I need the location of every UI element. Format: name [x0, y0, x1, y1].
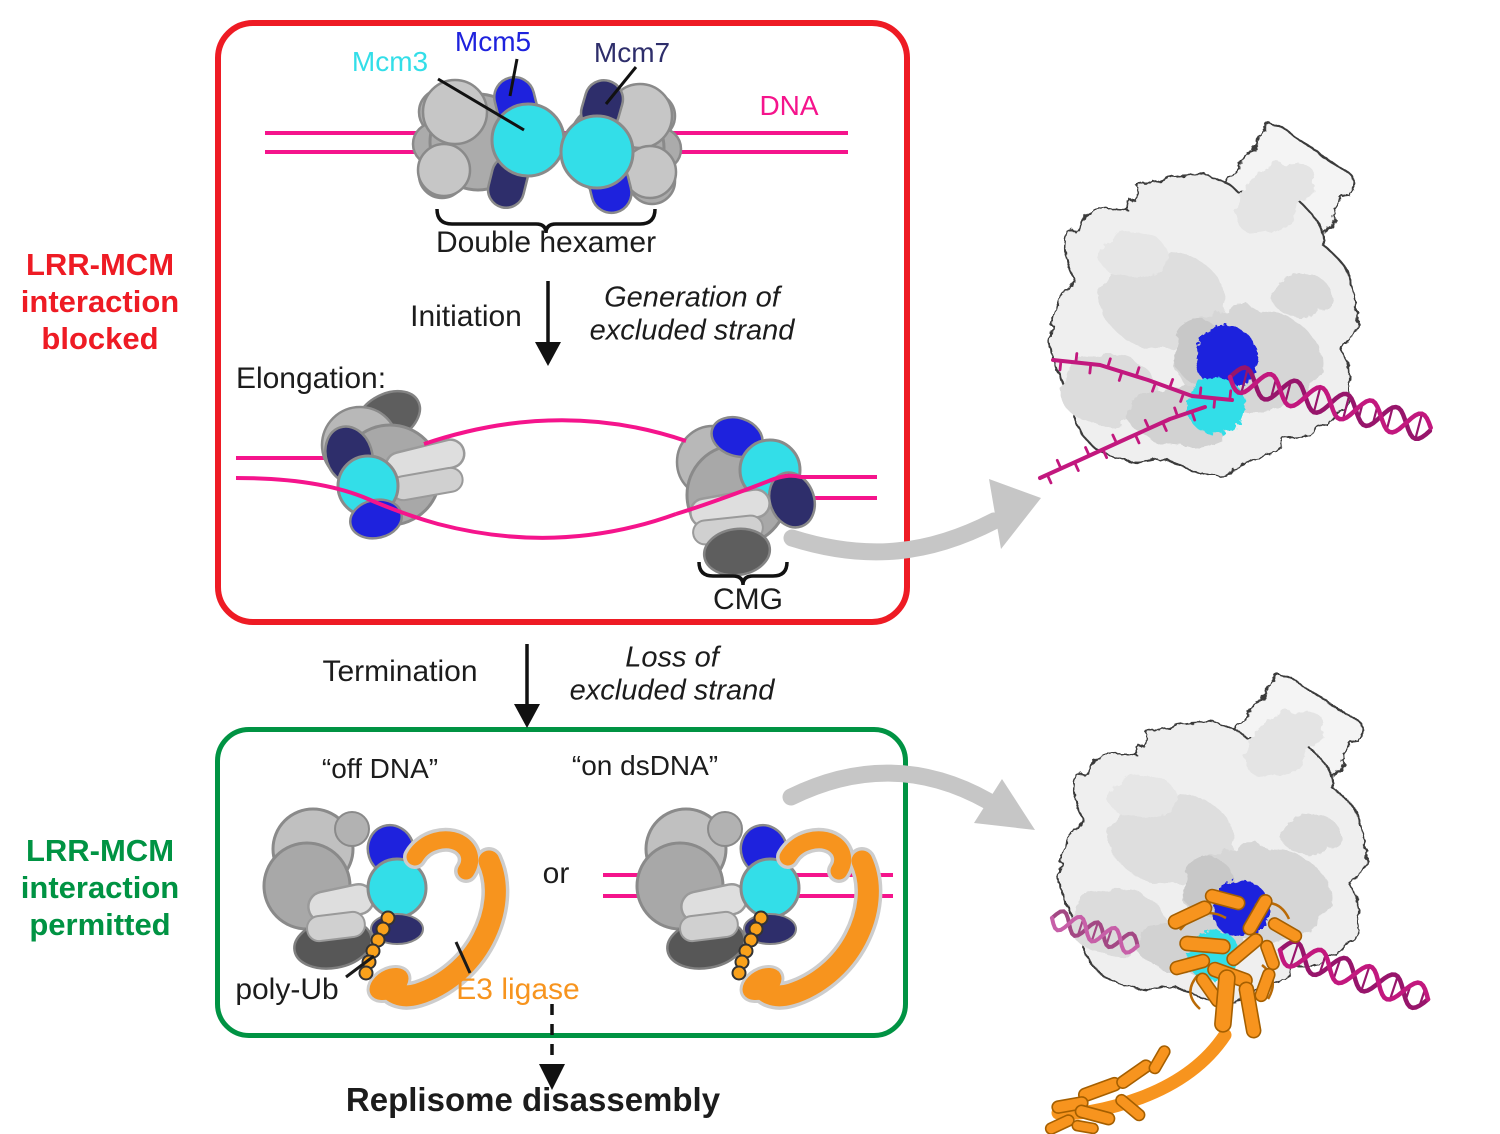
structure-arrow-top	[783, 479, 1041, 561]
disassembly-arrow	[539, 1004, 565, 1090]
poly-ub-label: poly-Ub	[235, 972, 339, 1006]
initiation-label: Initiation	[410, 299, 522, 333]
double-hexamer-brace	[435, 208, 657, 234]
double-hexamer-label: Double hexamer	[435, 225, 657, 259]
elongation-strands-over	[235, 418, 877, 540]
cmg-brace	[697, 561, 789, 586]
initiation-arrow	[535, 281, 561, 366]
or-label: or	[542, 856, 570, 890]
generation-note: Generation of excluded strand	[589, 281, 795, 347]
dna-label: DNA	[759, 89, 819, 121]
blocked-side-label: LRR-MCM interaction blocked	[20, 247, 180, 357]
cmg-label: CMG	[713, 582, 783, 616]
elongation-label: Elongation:	[235, 361, 387, 395]
mcm3-subunit-left	[490, 102, 566, 178]
mcm3-label: Mcm3	[351, 45, 429, 77]
cmg-left-cartoon	[320, 389, 466, 540]
structure-arrow-bottom	[782, 764, 1035, 830]
em-bottom-e3-cartoon	[1044, 888, 1303, 1134]
e3-ligase-label: E3 ligase	[456, 972, 580, 1006]
cmg-right-cartoon	[675, 415, 817, 577]
permitted-panel-box	[215, 727, 908, 1038]
mcm5-label: Mcm5	[454, 25, 532, 57]
off-dna-label: “off DNA”	[321, 752, 439, 784]
loss-note: Loss of excluded strand	[569, 641, 775, 707]
permitted-side-label: LRR-MCM interaction permitted	[20, 833, 180, 943]
mcm7-label: Mcm7	[593, 36, 671, 68]
em-top-dna	[1038, 352, 1433, 485]
replisome-disassembly-label: Replisome disassembly	[345, 1081, 721, 1119]
on-dsdna-label: “on dsDNA”	[571, 749, 719, 781]
label-pointer-lines	[345, 941, 472, 979]
termination-label: Termination	[322, 654, 478, 688]
termination-arrow	[514, 644, 540, 728]
em-bottom-dna	[1050, 909, 1431, 1011]
mcm-leader-lines	[437, 58, 638, 132]
mcm3-subunit-right	[559, 114, 635, 190]
double-hexamer-cartoon	[411, 75, 683, 215]
blocked-panel-box	[215, 20, 910, 625]
mcm-e3-on-dsdna	[637, 809, 868, 1011]
